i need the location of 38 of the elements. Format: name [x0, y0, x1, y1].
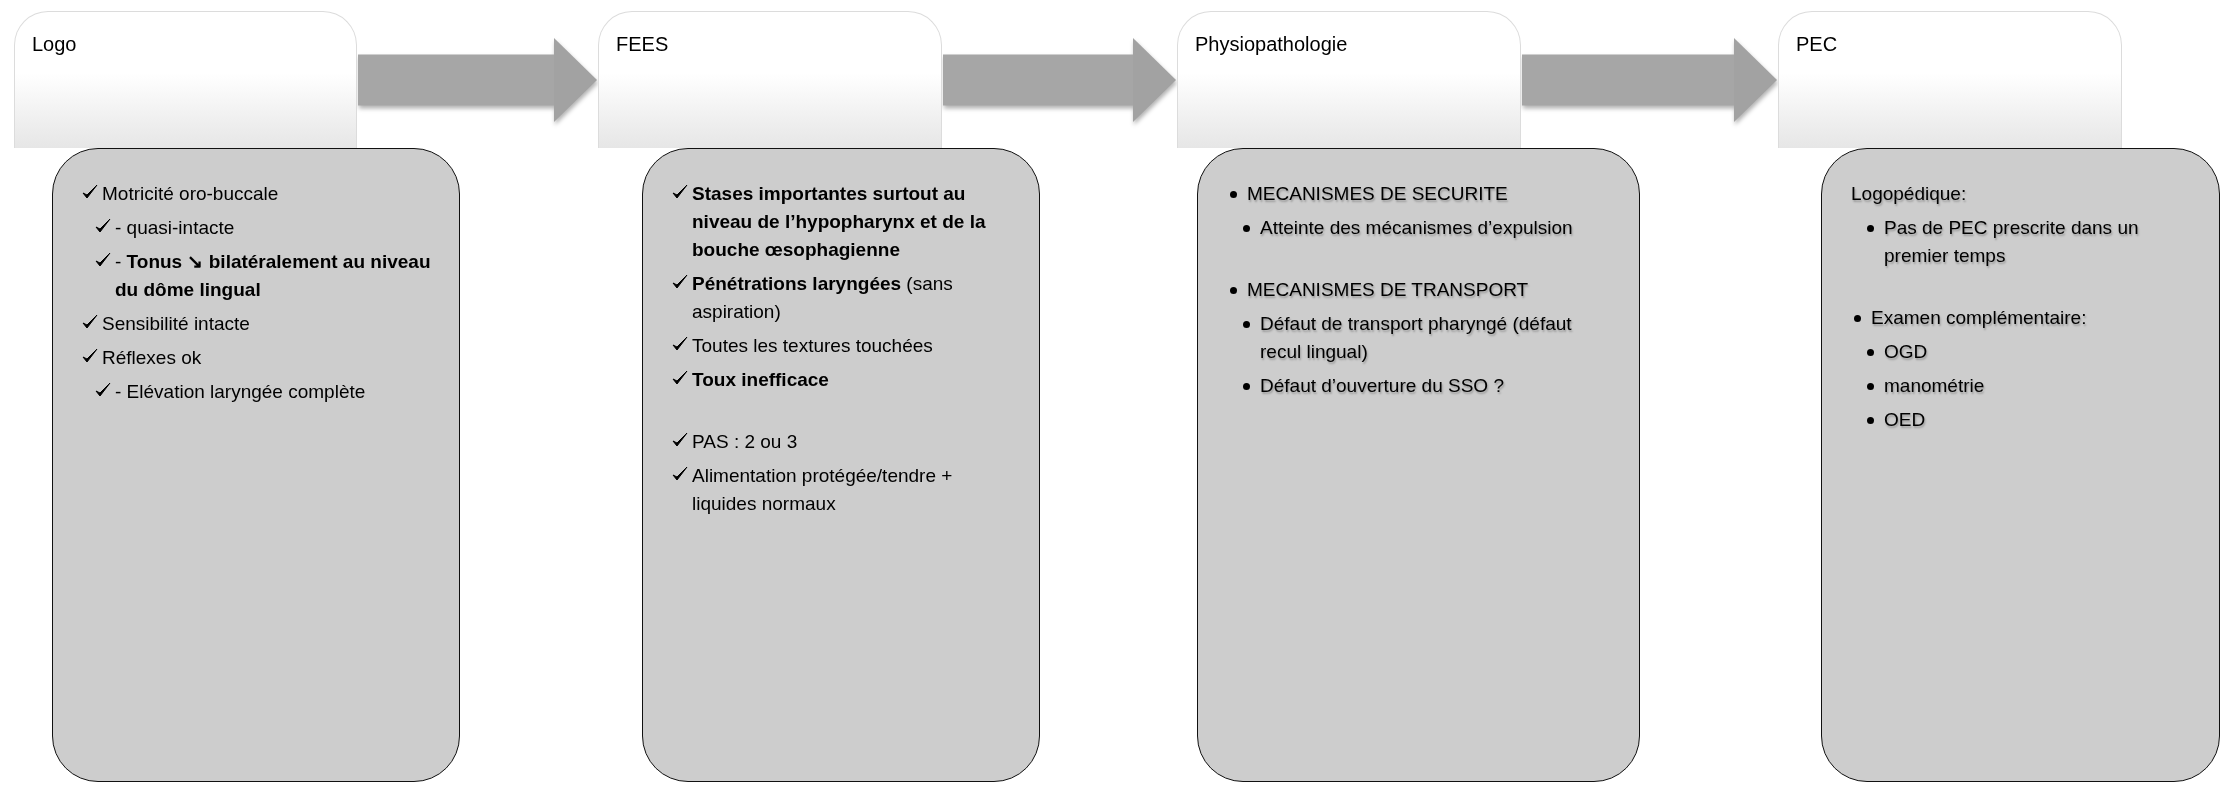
list-item-text: Toutes les textures touchées — [692, 334, 934, 358]
list-item-text: MECANISMES DE SECURITE — [1247, 182, 1509, 206]
stage-title: Physiopathologie — [1195, 33, 1348, 56]
list-item-text: Examen complémentaire: — [1871, 306, 2088, 330]
stage-card — [1177, 11, 1521, 148]
list-item-text: Pénétrations laryngées (sans aspiration) — [692, 272, 954, 324]
list-item-text: Toux inefficace — [692, 368, 830, 392]
list-item-text: OGD — [1884, 340, 1929, 364]
stage-title: FEES — [616, 33, 669, 56]
list-item-text: Sensibilité intacte — [102, 312, 251, 336]
list-item-text: Défaut de transport pharyngé (défaut recul lingual) — [1260, 312, 1573, 364]
block-arrow — [358, 38, 597, 122]
list-item-text: Logopédique: — [1851, 182, 1968, 206]
stage-card — [598, 11, 942, 148]
list-item-text: PAS : 2 ou 3 — [692, 430, 799, 454]
list-item-text: manométrie — [1884, 374, 1986, 398]
list-item-text: Motricité oro-buccale — [102, 182, 280, 206]
stage-card — [14, 11, 357, 148]
list-item-text: Réflexes ok — [102, 346, 203, 370]
list-item-text: - Tonus ↘ bilatéralement au niveau du dôme lingual — [115, 250, 431, 302]
list-item-text: - Elévation laryngée complète — [115, 380, 367, 404]
block-arrow — [1522, 38, 1777, 122]
stage-title: PEC — [1796, 33, 1838, 56]
list-item-text: Pas de PEC prescrite dans un premier temps — [1884, 216, 2140, 268]
list-item-text: OED — [1884, 408, 1927, 432]
stage-card — [1778, 11, 2122, 148]
list-item-text: Alimentation protégée/tendre + liquides normaux — [692, 464, 954, 516]
detail-card — [52, 148, 460, 782]
list-item-text: Stases importantes surtout au niveau de l’hypopharynx et de la bouche œsophagienne — [692, 182, 987, 262]
detail-card — [1821, 148, 2220, 782]
list-item-text: Atteinte des mécanismes d’expulsion — [1260, 216, 1574, 240]
detail-card — [1197, 148, 1640, 782]
list-item-text: - quasi-intacte — [115, 216, 236, 240]
detail-card — [642, 148, 1040, 782]
block-arrow — [943, 38, 1176, 122]
list-item-text: Défaut d’ouverture du SSO ? — [1260, 374, 1505, 398]
stage-title: Logo — [32, 33, 77, 56]
list-item-text: MECANISMES DE TRANSPORT — [1247, 278, 1530, 302]
